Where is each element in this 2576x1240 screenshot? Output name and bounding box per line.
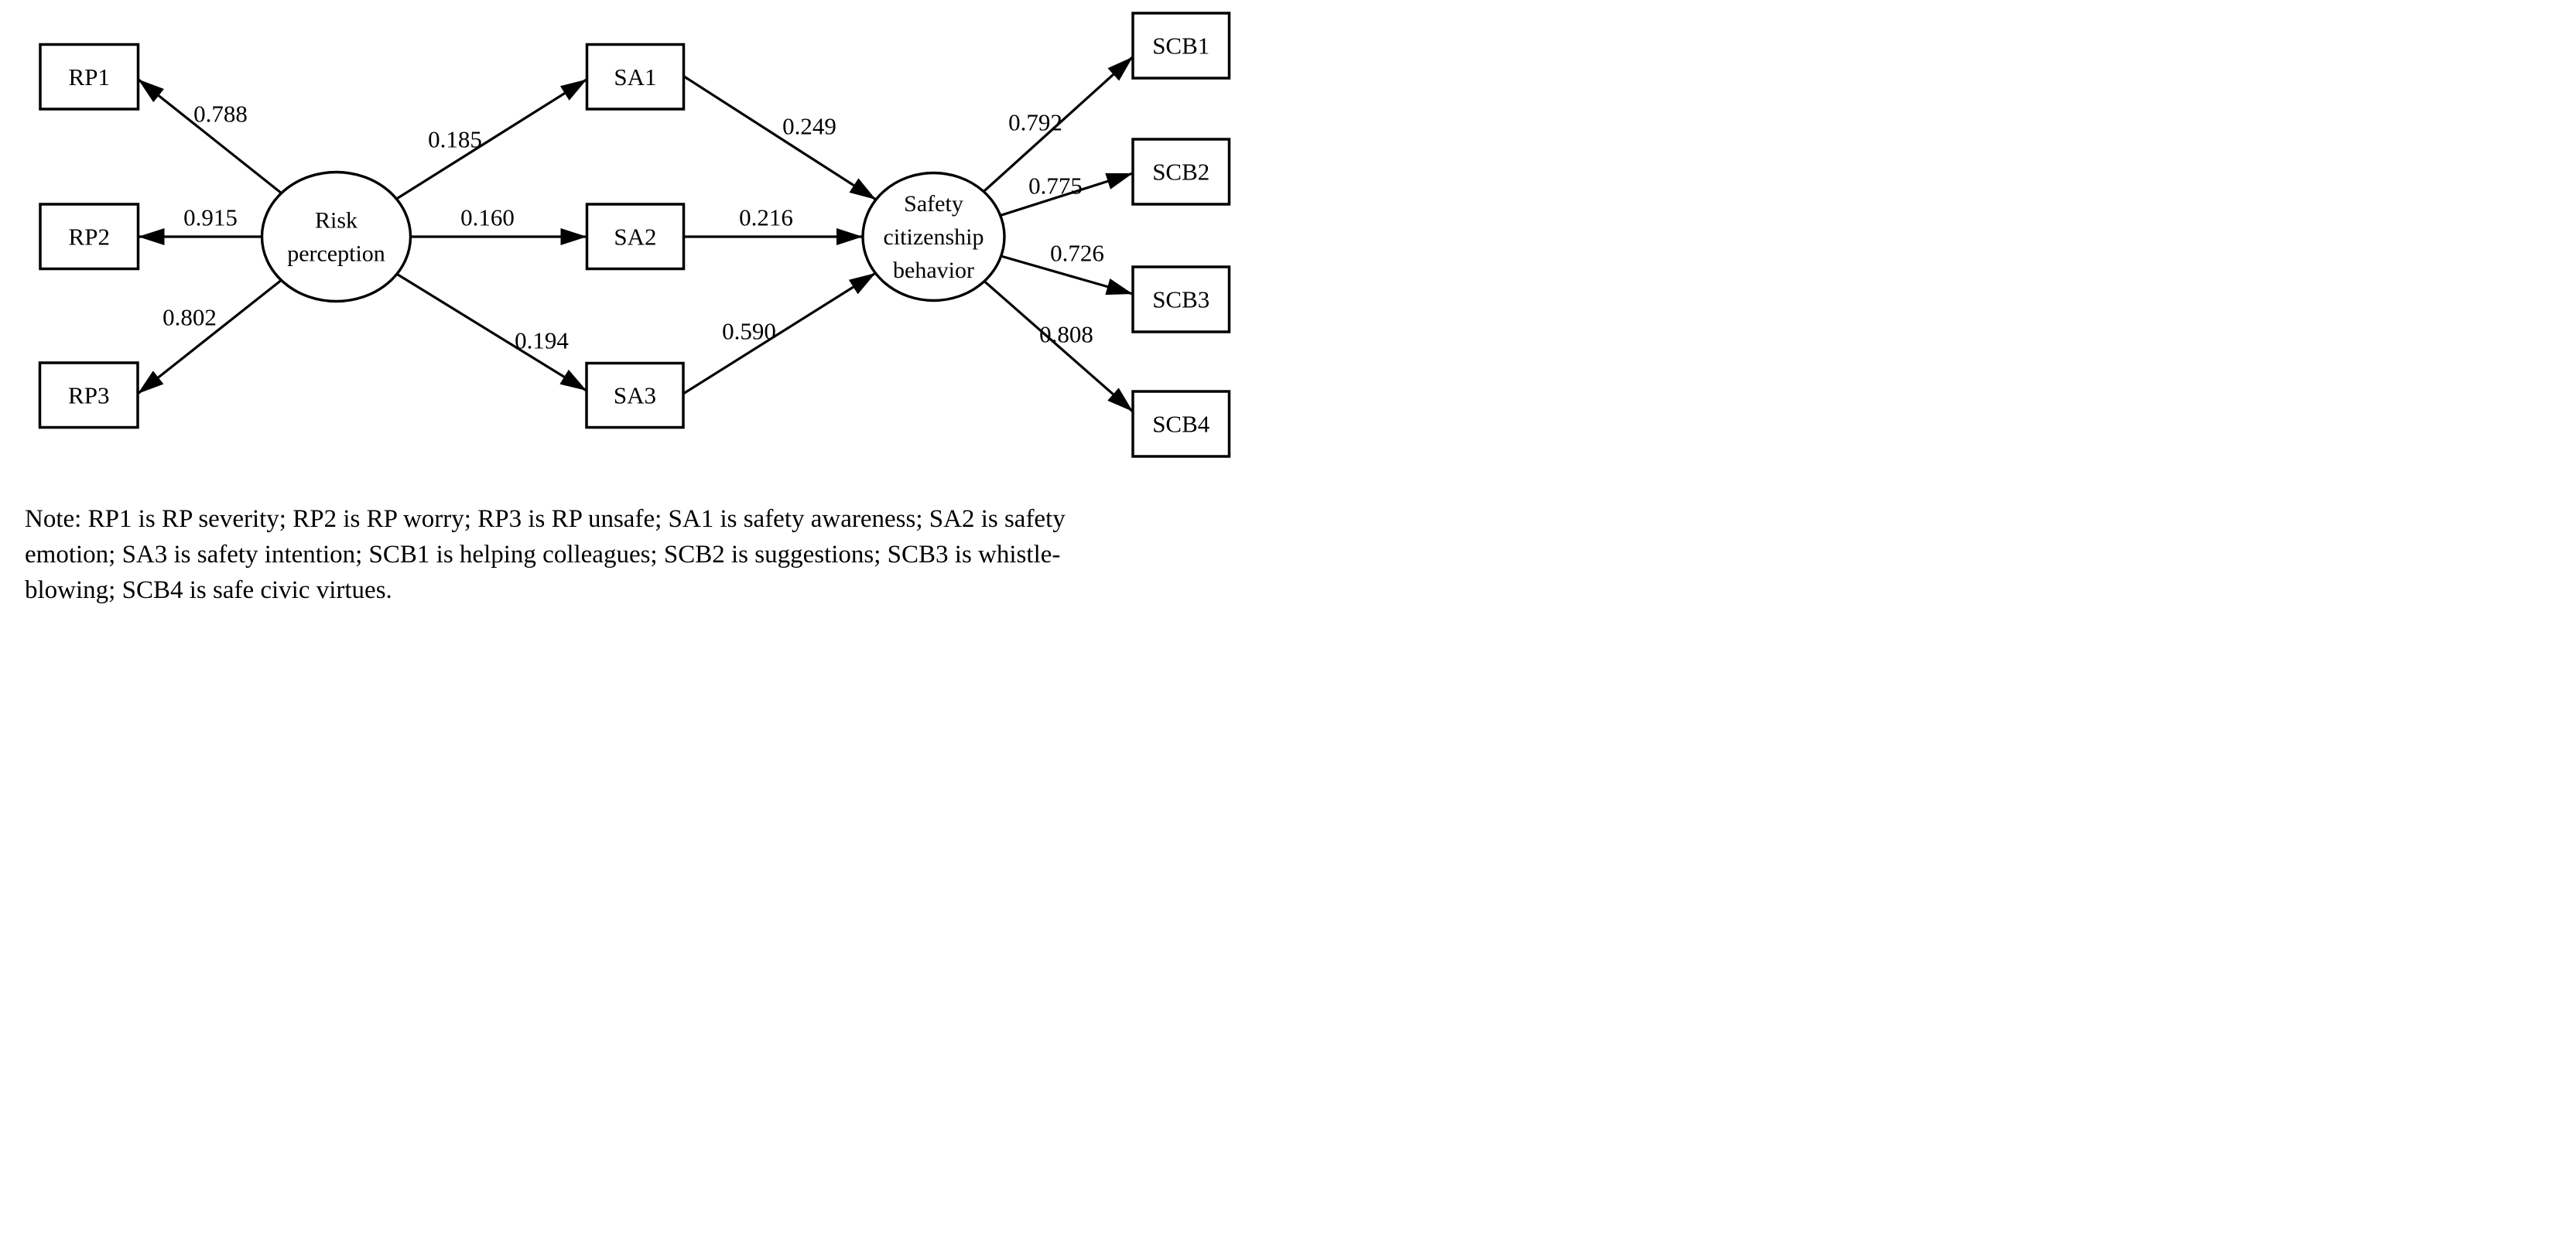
sem-path-diagram-figure: 0.788 0.915 0.802 0.185 0.160 0.194 0.249 0.216…: [0, 0, 1288, 620]
latent-ellipse-scb: [861, 171, 1006, 302]
latent-label-line: citizenship: [884, 224, 984, 250]
coefficient-label-scb-scb1: 0.792: [1008, 109, 1062, 136]
indicator-box-sa2: [585, 203, 686, 271]
indicator-label-rp1: RP1: [69, 63, 110, 91]
coefficient-label-risk-rp2: 0.915: [183, 204, 238, 231]
latent-label-line: behavior: [893, 258, 974, 283]
latent-label-line: perception: [287, 241, 385, 266]
latent-ellipse-risk: [260, 170, 412, 303]
indicator-label-scb2: SCB2: [1152, 159, 1209, 186]
coefficient-label-risk-sa3: 0.194: [515, 327, 569, 354]
path-arrow-sa1-scb: [682, 75, 877, 201]
coefficient-label-risk-sa1: 0.185: [428, 126, 482, 153]
indicator-label-scb3: SCB3: [1152, 286, 1209, 313]
figure-note: Note: RP1 is RP severity; RP2 is RP worr…: [25, 501, 1271, 608]
latent-label-line: Safety: [904, 191, 963, 217]
indicator-box-rp1: [39, 43, 140, 111]
indicator-label-rp2: RP2: [69, 223, 110, 250]
path-diagram-canvas: 0.788 0.915 0.802 0.185 0.160 0.194 0.249 0.216…: [38, 12, 1231, 458]
coefficient-label-scb-scb4: 0.808: [1039, 321, 1093, 348]
path-arrow-sa3-scb: [682, 272, 877, 395]
indicator-label-scb1: SCB1: [1152, 32, 1209, 60]
indicator-box-rp2: [39, 203, 140, 271]
coefficient-label-risk-rp1: 0.788: [193, 101, 248, 128]
latent-label-risk: Risk perception: [287, 207, 385, 266]
indicator-box-scb2: [1131, 138, 1231, 206]
indicator-box-sa3: [585, 361, 685, 429]
note-line-1: Note: RP1 is RP severity; RP2 is RP worr…: [25, 505, 1066, 533]
coefficient-label-scb-scb3: 0.726: [1050, 240, 1104, 267]
indicator-box-sa1: [585, 43, 686, 111]
indicator-label-scb4: SCB4: [1152, 411, 1210, 438]
indicator-label-sa1: SA1: [614, 63, 656, 91]
coefficient-label-sa1-scb: 0.249: [782, 113, 836, 140]
coefficient-label-sa3-scb: 0.590: [722, 318, 776, 345]
coefficient-label-sa2-scb: 0.216: [739, 204, 793, 231]
note-line-2: emotion; SA3 is safety intention; SCB1 i…: [25, 541, 1061, 569]
coefficient-label-scb-scb2: 0.775: [1028, 173, 1083, 200]
latent-label-scb: Safety citizenship behavior: [884, 191, 984, 283]
indicator-box-scb3: [1131, 265, 1231, 333]
indicator-box-scb1: [1131, 12, 1231, 80]
indicator-label-rp3: RP3: [68, 381, 109, 408]
note-line-3: blowing; SCB4 is safe civic virtues.: [25, 576, 392, 604]
indicator-label-sa2: SA2: [614, 223, 656, 250]
latent-label-line: Risk: [315, 207, 357, 233]
coefficient-label-risk-rp3: 0.802: [162, 304, 217, 331]
coefficient-label-risk-sa2: 0.160: [460, 204, 515, 231]
indicator-label-sa3: SA3: [614, 382, 656, 409]
indicator-box-rp3: [38, 361, 139, 429]
indicator-box-scb4: [1131, 390, 1231, 458]
